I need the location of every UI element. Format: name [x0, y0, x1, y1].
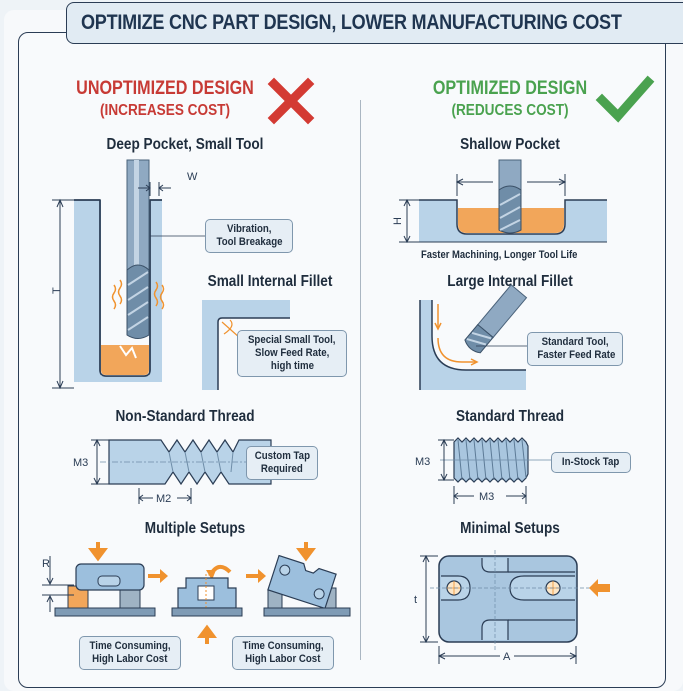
left-subheading: (INCREASES COST): [100, 102, 230, 119]
small-fillet-title: Small Internal Fillet: [207, 273, 333, 290]
small-fillet-diagram: [202, 300, 290, 390]
dim-A: A: [503, 651, 511, 663]
next-arrow-2: [246, 569, 266, 583]
dim-M3-left: M3: [73, 457, 88, 469]
deep-pocket-title: Deep Pocket, Small Tool: [106, 136, 264, 153]
dim-H: H: [392, 217, 404, 225]
setup-1: R: [42, 542, 156, 617]
right-column-heading: OPTIMIZED DESIGN (REDUCES COST): [425, 78, 595, 122]
left-column-heading: UNOPTIMIZED DESIGN (INCREASES COST): [76, 78, 255, 122]
column-divider: [360, 100, 361, 660]
dim-M3-length: M3: [479, 491, 494, 503]
vibration-note: Vibration,Tool Breakage: [205, 219, 293, 253]
non-standard-thread-title: Non-Standard Thread: [115, 408, 255, 425]
special-tool-note: Special Small Tool,Slow Feed Rate,high t…: [237, 330, 347, 377]
chip-area: [101, 345, 149, 375]
dim-M3-diameter: M3: [415, 456, 430, 468]
dim-R: R: [42, 558, 50, 570]
dim-T: T: [51, 287, 63, 294]
large-fillet-diagram: [419, 284, 533, 390]
standard-thread-title: Standard Thread: [455, 408, 565, 425]
non-standard-thread-diagram: M3 M2: [73, 438, 315, 505]
deep-pocket-diagram: T W: [51, 159, 205, 390]
minimal-setups-title: Minimal Setups: [460, 520, 560, 537]
title-banner: OPTIMIZE CNC PART DESIGN, LOWER MANUFACT…: [66, 2, 683, 44]
standard-thread-diagram: M3 M3: [415, 437, 555, 504]
large-fillet-title: Large Internal Fillet: [447, 273, 573, 290]
standard-tool-note: Standard Tool,Faster Feed Rate: [527, 332, 623, 366]
shallow-pocket-diagram: H: [392, 159, 607, 244]
labor-cost-note-1: Time Consuming,High Labor Cost: [79, 636, 181, 670]
dim-W: W: [187, 171, 198, 183]
right-heading: OPTIMIZED DESIGN: [432, 78, 588, 99]
cross-icon: [267, 77, 315, 125]
minimal-setups-diagram: t A: [414, 550, 610, 664]
setup-2: [171, 564, 243, 644]
multiple-setups-title: Multiple Setups: [144, 520, 246, 537]
dim-t: t: [414, 594, 417, 606]
shallow-pocket-title: Shallow Pocket: [460, 136, 560, 153]
dim-M2: M2: [156, 493, 171, 505]
right-subheading: (REDUCES COST): [451, 102, 569, 119]
setup-3: [263, 542, 351, 617]
next-arrow-1: [148, 569, 168, 583]
page-title: OPTIMIZE CNC PART DESIGN, LOWER MANUFACT…: [81, 11, 622, 34]
left-heading: UNOPTIMIZED DESIGN: [76, 78, 254, 99]
in-stock-tap-note: In-Stock Tap: [551, 452, 631, 473]
multiple-setups-diagram: R: [42, 542, 351, 644]
labor-cost-note-2: Time Consuming,High Labor Cost: [232, 636, 334, 670]
shallow-pocket-caption: Faster Machining, Longer Tool Life: [421, 249, 578, 261]
check-icon: [595, 75, 655, 123]
clamp-arrow: [589, 579, 610, 597]
